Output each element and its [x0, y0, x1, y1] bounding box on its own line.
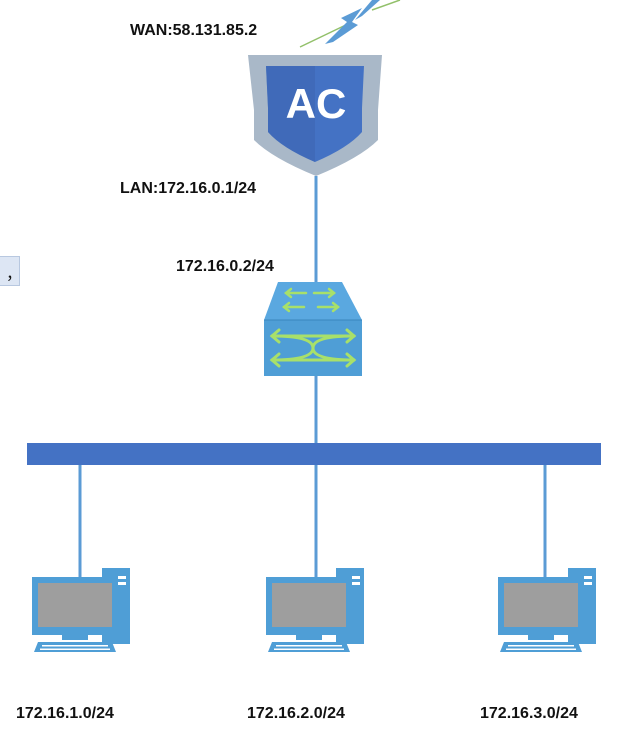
side-callout-text: ，	[6, 266, 23, 283]
host-2-subnet-label: 172.16.2.0/24	[247, 705, 345, 722]
host-1-subnet-label: 172.16.1.0/24	[16, 705, 114, 722]
wan-address-label: WAN:58.131.85.2	[130, 22, 258, 39]
side-callout-box: ，	[0, 256, 23, 286]
host-3-subnet-label: 172.16.3.0/24	[480, 705, 578, 722]
host-1-computer-icon	[32, 568, 130, 652]
wan-link	[299, 0, 401, 48]
network-bus	[27, 443, 601, 465]
host-3-computer-icon	[498, 568, 596, 652]
switch-icon	[264, 282, 362, 376]
ac-label: AC	[286, 80, 347, 127]
lan-address-label: LAN:172.16.0.1/24	[120, 180, 257, 197]
switch-address-label: 172.16.0.2/24	[176, 258, 274, 275]
host-2-computer-icon	[266, 568, 364, 652]
ac-shield-icon: AC	[248, 55, 382, 176]
